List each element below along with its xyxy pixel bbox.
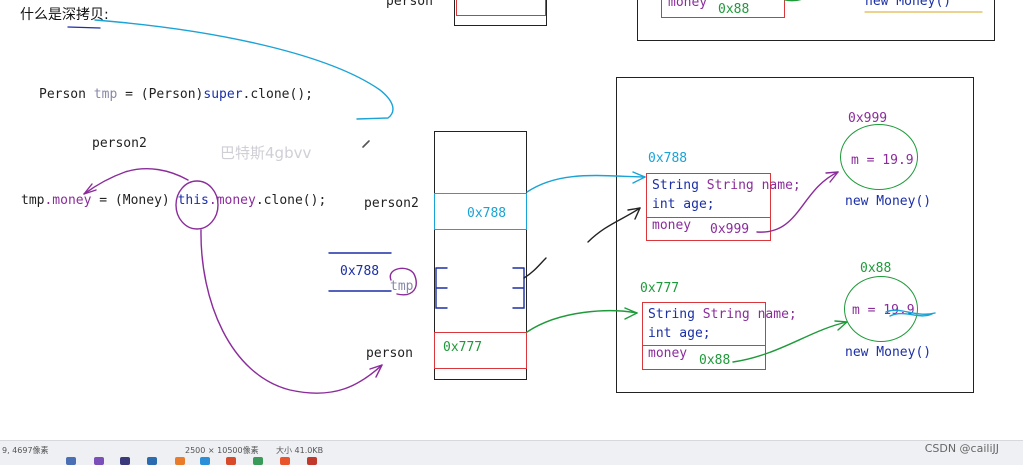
- stack-person-cell: [434, 332, 527, 369]
- money-88-new: new Money(): [845, 345, 932, 360]
- code-line-money-clone: tmp.money = (Money) this.money.clone();: [21, 193, 326, 208]
- stack-top-label: person: [386, 0, 433, 9]
- taskbar-app-icon[interactable]: [307, 457, 317, 465]
- code-person2-label: person2: [92, 136, 147, 151]
- taskbar-app-icon[interactable]: [200, 457, 210, 465]
- obj-788-field-age: int age;: [652, 197, 715, 212]
- stack-person-label: person: [366, 346, 413, 361]
- code-tmp: tmp: [21, 193, 45, 208]
- code-var-tmp: tmp: [93, 87, 118, 102]
- money-88-circle: [844, 276, 918, 342]
- top-money-value: 0x88: [718, 2, 750, 17]
- obj-777-money-value: 0x88: [699, 353, 731, 368]
- code-type: Person: [39, 87, 86, 102]
- code-rest-2: .clone();: [255, 193, 327, 208]
- taskbar-left-info: 9, 4697像素: [2, 446, 49, 455]
- obj-788-money-label: money: [652, 218, 692, 233]
- obj-788-money-value: 0x999: [710, 222, 750, 237]
- stack-person-value: 0x777: [443, 340, 483, 355]
- money-999-address: 0x999: [848, 111, 888, 126]
- taskbar-app-icon[interactable]: [280, 457, 290, 465]
- stack-tmp-label: tmp: [390, 279, 414, 294]
- stack-person2-cell: [434, 193, 527, 230]
- obj-777-money-cell: [642, 345, 766, 346]
- taskbar-app-icon[interactable]: [120, 457, 130, 465]
- taskbar-app-icon[interactable]: [226, 457, 236, 465]
- top-heap-frame: [637, 0, 995, 41]
- taskbar-size-info: 2500 × 10500像素: [185, 446, 259, 455]
- obj-788-address: 0x788: [648, 151, 688, 166]
- money-999-circle: [840, 124, 918, 190]
- obj-788-field-name: String String name;: [652, 178, 801, 193]
- obj-777-address: 0x777: [640, 281, 680, 296]
- csdn-credit: CSDN @cailiJJ: [924, 442, 999, 455]
- stack-top-cell: [456, 0, 546, 16]
- taskbar-app-icon[interactable]: [147, 457, 157, 465]
- code-this: this: [177, 193, 209, 208]
- obj-777-field-name: String String name;: [648, 307, 797, 322]
- obj-777-field-age: int age;: [648, 326, 711, 341]
- money-999-content: m = 19.9: [851, 153, 914, 168]
- taskbar-app-icon[interactable]: [66, 457, 76, 465]
- code-line-clone: Person tmp = (Person)super.clone();: [39, 87, 313, 102]
- code-eq: = (Money): [91, 193, 170, 208]
- top-object-box: [661, 0, 785, 18]
- taskbar-app-icon[interactable]: [175, 457, 185, 465]
- stack-person2-label: person2: [364, 196, 419, 211]
- taskbar-app-icon[interactable]: [94, 457, 104, 465]
- code-super: super: [203, 87, 243, 102]
- taskbar-file-info: 大小 41.0KB: [276, 446, 324, 455]
- code-money-field-2: .money: [208, 193, 256, 208]
- top-new-money: new Money(): [865, 0, 952, 9]
- stack-tmp-value: 0x788: [340, 264, 380, 279]
- code-cast: (Person): [140, 87, 204, 102]
- bottom-taskbar: 9, 4697像素 2500 × 10500像素 大小 41.0KB: [0, 440, 1023, 465]
- obj-788-money-cell: [646, 217, 771, 218]
- watermark: 巴特斯4gbvv: [220, 144, 312, 162]
- stack-person2-value: 0x788: [467, 206, 507, 221]
- money-88-address: 0x88: [860, 261, 892, 276]
- page-title: 什么是深拷贝:: [20, 7, 109, 23]
- money-88-content: m = 19.9: [852, 303, 915, 318]
- obj-777-money-label: money: [648, 346, 688, 361]
- money-999-new: new Money(): [845, 194, 932, 209]
- stack-top-frame: [454, 0, 547, 26]
- top-money-label: money: [668, 0, 708, 10]
- code-rest: .clone();: [242, 87, 313, 102]
- stack-frame: [434, 131, 527, 380]
- taskbar-app-icon[interactable]: [253, 457, 263, 465]
- code-money-field: .money: [44, 193, 92, 208]
